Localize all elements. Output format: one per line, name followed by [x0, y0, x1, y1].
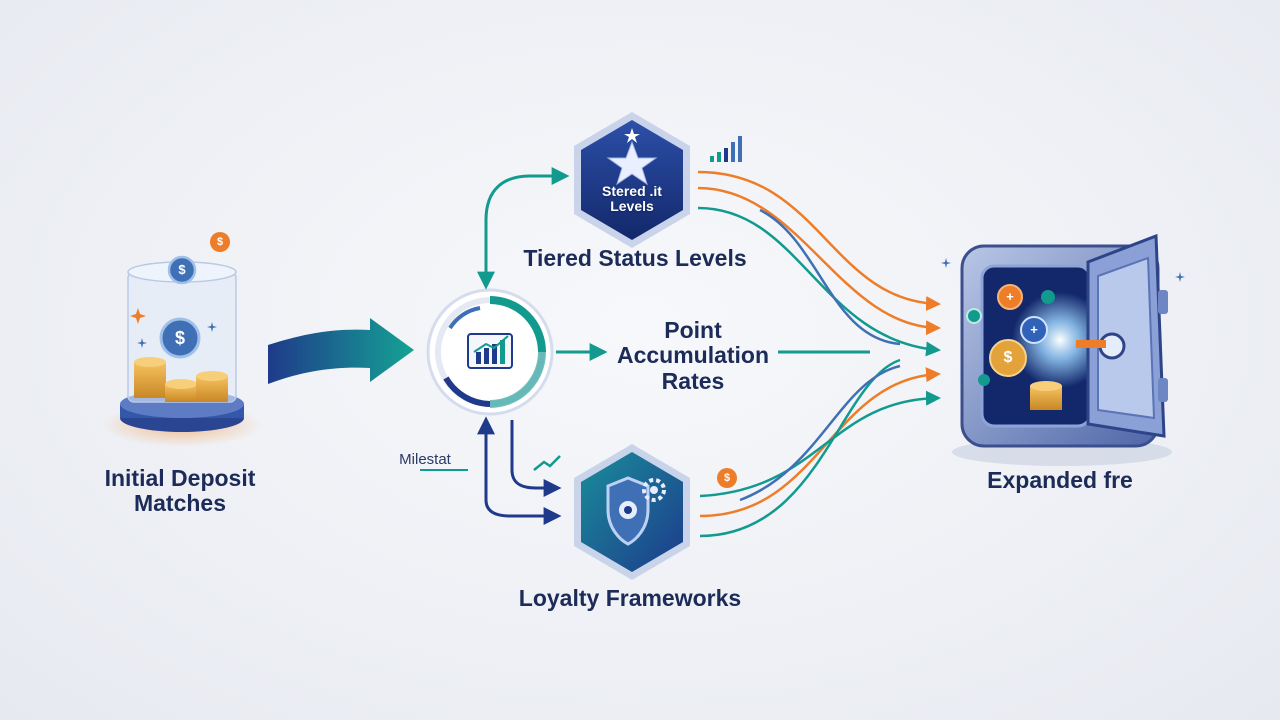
- vault-icon: [952, 233, 1172, 466]
- deposit-label-line2: Matches: [133, 490, 227, 517]
- loyalty-coin-symbol: $: [723, 472, 731, 484]
- points-label-line2: Accumulation: [616, 342, 770, 369]
- vault-side-coin-icon: [966, 308, 982, 324]
- deposit-label: Initial Deposit Matches: [80, 465, 280, 517]
- deposit-label-line1: Initial Deposit: [104, 465, 256, 491]
- vault-coin-symbol: $: [1003, 349, 1013, 366]
- points-label-line1: Point: [664, 317, 722, 343]
- points-label: Point Accumulation Rates: [598, 317, 788, 394]
- flow-lines: [697, 170, 941, 538]
- loyalty-shield-gear-icon: [574, 444, 690, 580]
- central-hub-icon: [426, 288, 554, 416]
- connector-hub-to-loyalty: [484, 470, 562, 525]
- jar-top-coin-symbol: $: [178, 262, 186, 277]
- main-flow-arrow: [268, 318, 414, 384]
- loyalty-label: Loyalty Frameworks: [518, 585, 742, 611]
- sparkle-icons: [130, 258, 1185, 348]
- vault-plus-symbol-2: +: [1030, 322, 1038, 337]
- bar-chart-icon: [710, 136, 742, 162]
- loyalty-coin-icon: [717, 468, 737, 488]
- tiered-label: Tiered Status Levels: [523, 245, 747, 271]
- deposit-jar-icon: [102, 232, 262, 447]
- connector-hub-to-loyalty-2: [510, 420, 562, 497]
- tiered-badge-line1: Stered .it: [602, 183, 662, 199]
- vault-plus-symbol: +: [1006, 289, 1014, 304]
- milestone-label: Milestat: [399, 451, 451, 468]
- points-label-line3: Rates: [661, 367, 725, 394]
- tiered-badge-text: Stered .it Levels: [586, 184, 678, 213]
- connector-hub-to-tiered: [484, 167, 570, 270]
- trend-icon: [533, 455, 561, 471]
- jar-coin-symbol: $: [174, 328, 185, 348]
- jar-floating-coin-symbol: $: [216, 236, 224, 248]
- vault-label: Expanded fre: [987, 467, 1133, 493]
- tiered-badge-line2: Levels: [610, 197, 654, 214]
- tiered-status-badge-icon: [574, 112, 690, 248]
